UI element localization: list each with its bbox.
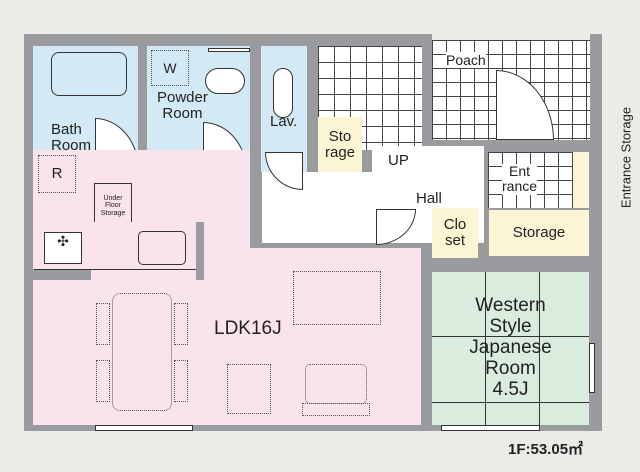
ldk-label: LDK16J <box>214 318 282 339</box>
kitchen-wall <box>33 270 91 280</box>
entrance-storage <box>573 152 589 208</box>
window[interactable] <box>95 425 193 431</box>
under-floor-storage-label: Under Floor Storage <box>100 194 126 217</box>
porch-label: Poach <box>446 52 486 68</box>
washbasin <box>205 68 245 94</box>
stair-storage-label: Sto rage <box>324 127 356 161</box>
entrance-label: Ent rance <box>502 163 538 195</box>
stair-storage: Sto rage <box>318 117 362 172</box>
japanese-room-label: Western Style Japanese Room 4.5J <box>469 295 552 400</box>
sofa <box>293 271 381 325</box>
ldk-mid <box>250 248 421 258</box>
tv-board <box>302 403 370 416</box>
storage-label: Storage <box>512 224 566 242</box>
lavatory: Lav. <box>261 46 307 172</box>
window[interactable] <box>208 48 250 52</box>
chair <box>96 360 110 402</box>
washing-machine: W <box>151 50 189 86</box>
refrigerator-label: R <box>51 165 63 183</box>
sink <box>138 231 186 265</box>
entrance <box>488 152 574 208</box>
stairs-up-label: UP <box>388 152 409 169</box>
bath-room-label: Bath Room <box>51 121 92 154</box>
storage-room: Storage <box>489 210 589 256</box>
closet: Clo set <box>432 208 478 258</box>
hall-upper <box>372 146 484 176</box>
hall-label: Hall <box>416 190 442 207</box>
washer-label: W <box>163 59 177 76</box>
entrance-storage-label: Entrance Storage <box>618 106 634 209</box>
lavatory-label: Lav. <box>270 113 298 130</box>
chair <box>174 360 188 402</box>
refrigerator: R <box>38 155 76 193</box>
porch-wall <box>590 34 602 154</box>
window[interactable] <box>589 343 595 393</box>
japanese-room: Western Style Japanese Room 4.5J <box>432 272 589 425</box>
ottoman <box>227 364 271 414</box>
closet-label: Clo set <box>443 216 467 249</box>
chair <box>174 303 188 345</box>
bathtub <box>51 52 127 96</box>
window[interactable] <box>441 425 540 431</box>
chair <box>96 303 110 345</box>
powder-room-label: Powder Room <box>157 89 208 122</box>
stove: ✣ <box>44 232 82 264</box>
dining-table <box>112 293 172 411</box>
kitchen-partition <box>196 222 204 280</box>
toilet <box>273 68 293 118</box>
coffee-table <box>305 364 367 404</box>
floor-area: 1F:53.05㎡ <box>508 441 584 458</box>
